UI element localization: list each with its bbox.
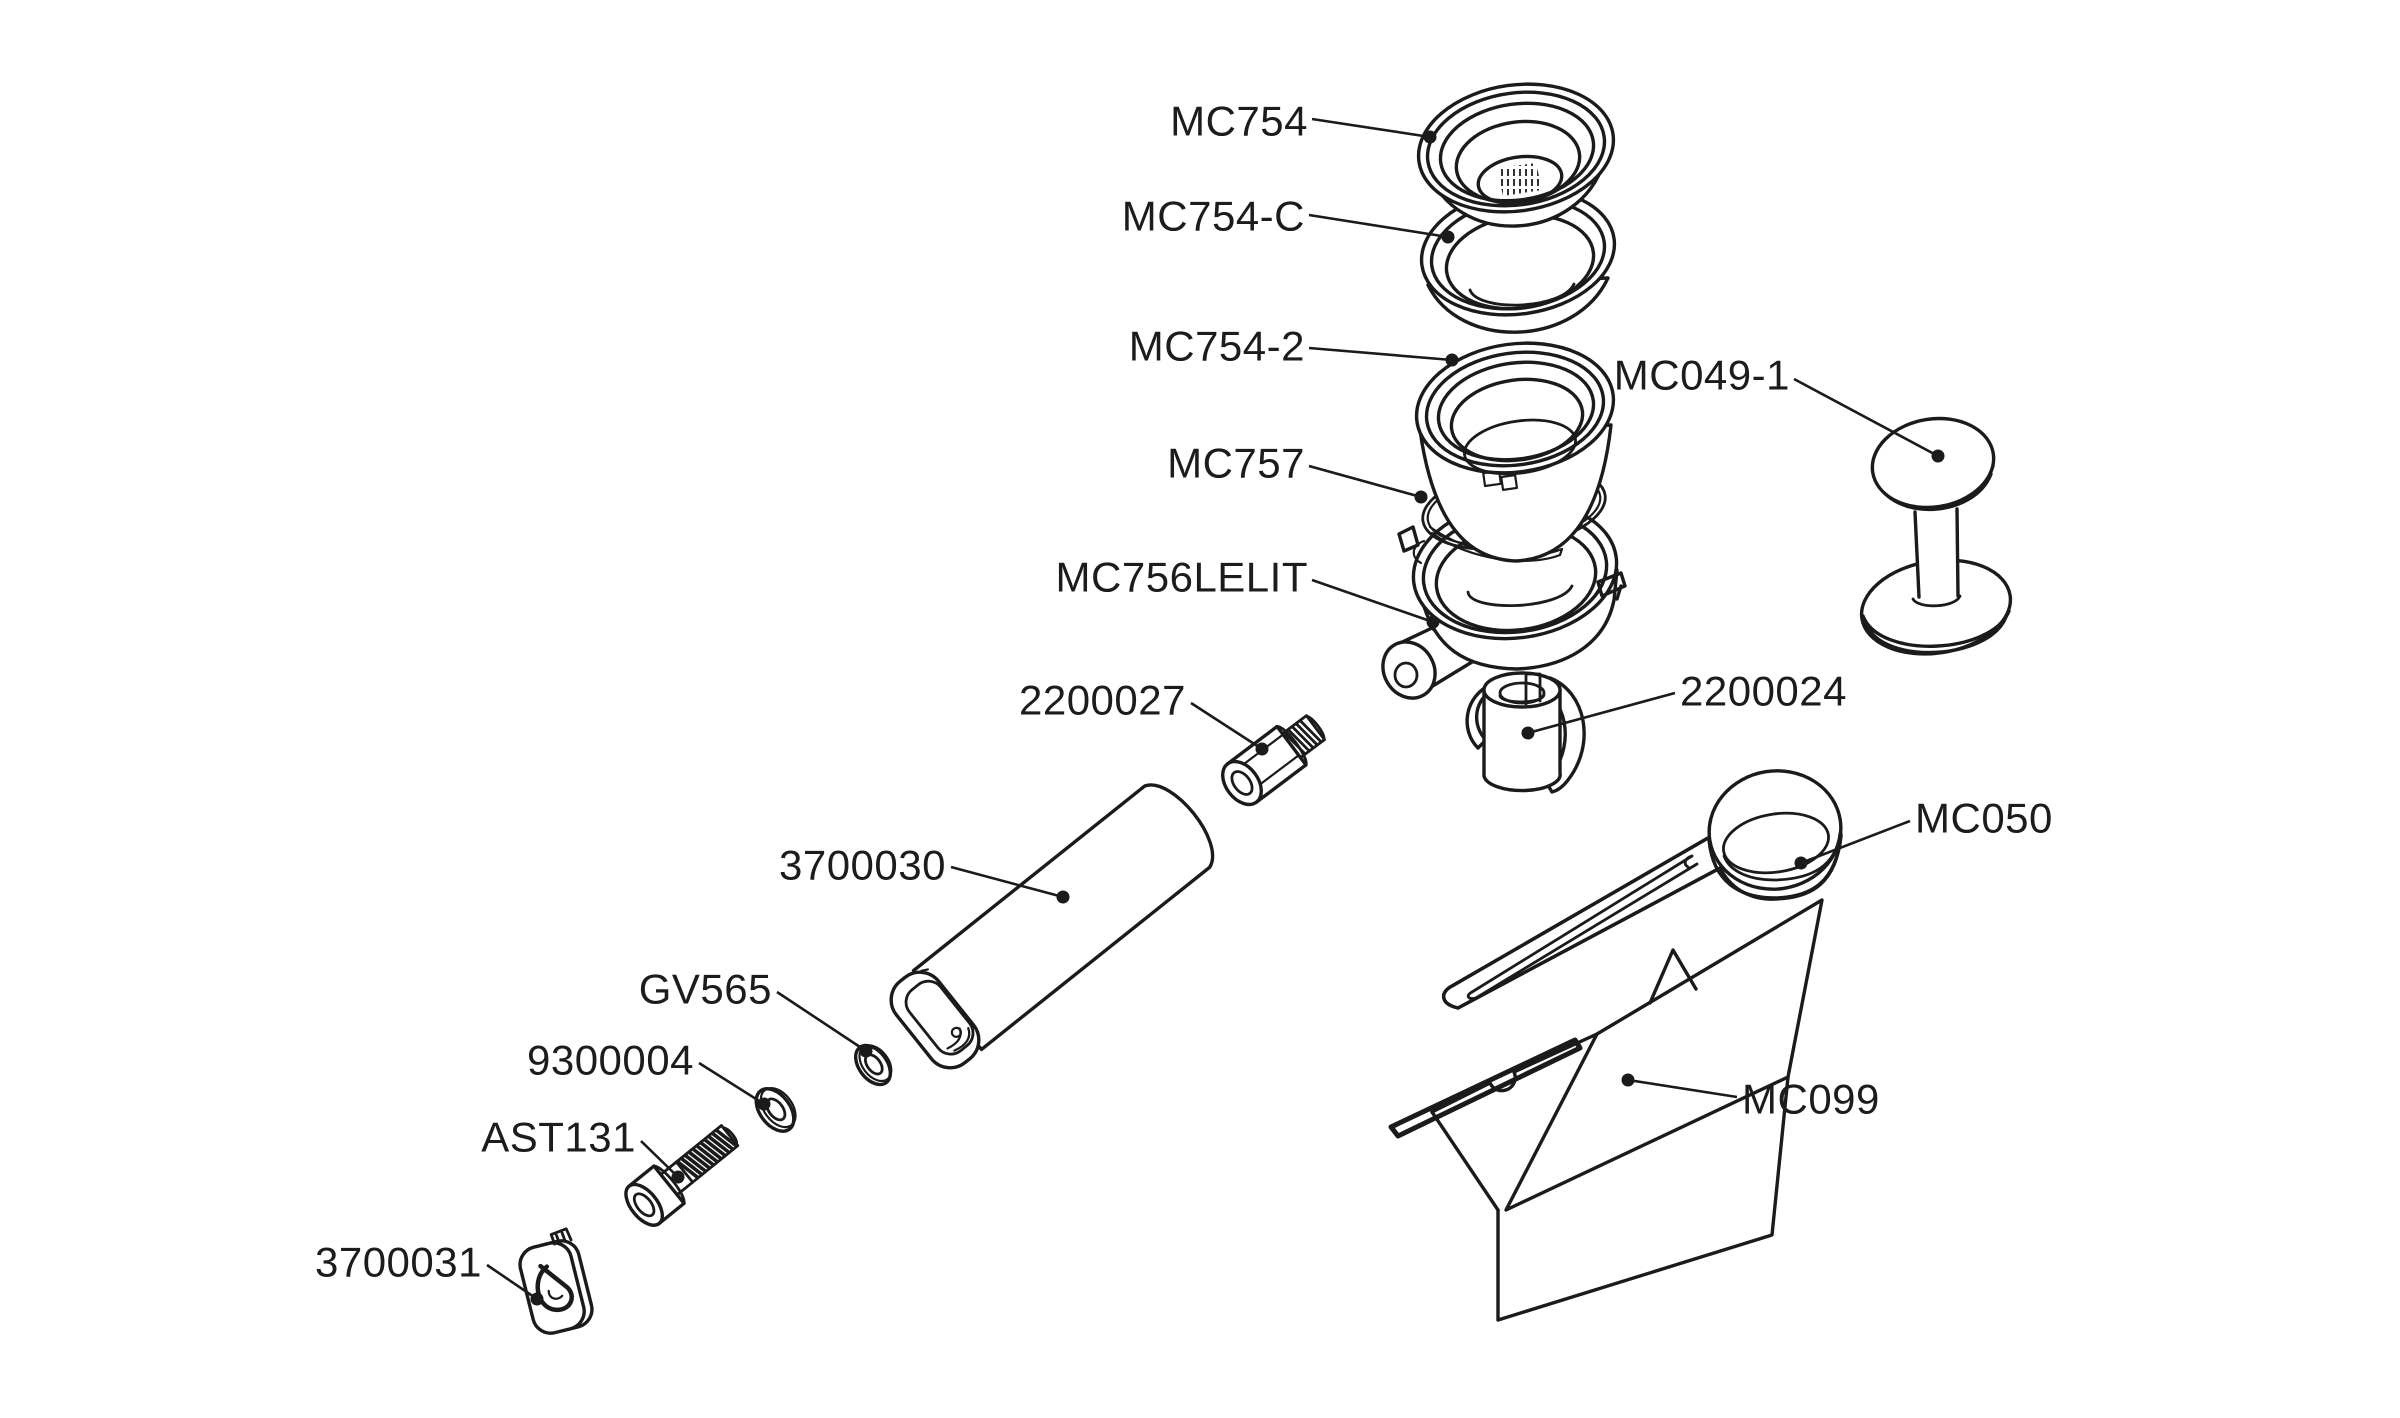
part-number-text: MC756LELIT (1056, 554, 1308, 601)
part-number-text: MC754-C (1122, 193, 1305, 240)
leader-dot (1426, 615, 1440, 629)
part-number-text: MC754-2 (1129, 323, 1305, 370)
leader-dot (757, 1097, 771, 1111)
part-handle-tube-3700030 (889, 783, 1214, 1070)
leader-dot (1255, 742, 1269, 756)
leader-dot (1423, 130, 1437, 144)
part-number-text: AST131 (481, 1114, 636, 1161)
leader-dot (1621, 1073, 1635, 1087)
part-washer-9300004 (754, 1087, 797, 1133)
leader-line (1308, 346, 1453, 362)
leader-line (486, 1263, 538, 1301)
leader-dot (1056, 890, 1070, 904)
part-number-text: MC099 (1742, 1076, 1880, 1123)
part-number-text: 2200024 (1680, 668, 1847, 715)
leader-line (950, 865, 1064, 899)
part-label-AST131: AST131 (481, 1114, 685, 1184)
part-handle-bolt-ast131 (624, 1124, 740, 1227)
part-label-MC049-1: MC049-1 (1614, 352, 1945, 463)
leader-dot (530, 1292, 544, 1306)
part-filter-basket-mc754-2 (1414, 341, 1616, 563)
part-label-2200027: 2200027 (1019, 677, 1269, 756)
leader-dot (671, 1170, 685, 1184)
part-number-text: MC754 (1170, 98, 1308, 145)
part-label-MC754: MC754 (1170, 98, 1437, 145)
part-label-2200024: 2200024 (1521, 668, 1847, 740)
leader-dot (1414, 490, 1428, 504)
part-label-MC754-2: MC754-2 (1129, 323, 1459, 370)
part-label-3700031: 3700031 (315, 1239, 544, 1306)
leader-dot (1931, 449, 1945, 463)
leader-dot (1445, 353, 1459, 367)
leader-line (1800, 819, 1911, 865)
part-spout-clip-2200024 (1465, 671, 1586, 794)
part-label-MC099: MC099 (1621, 1073, 1880, 1123)
part-label-MC754-C: MC754-C (1122, 193, 1455, 244)
leader-dot (1794, 856, 1808, 870)
leader-line (698, 1061, 765, 1106)
leader-dot (1521, 726, 1535, 740)
leader-dot (1441, 230, 1455, 244)
leader-dot (859, 1044, 873, 1058)
part-adapter-stud-2200027 (1221, 714, 1326, 807)
part-number-text: MC757 (1167, 440, 1305, 487)
part-number-text: 3700031 (315, 1239, 482, 1286)
part-number-text: 3700030 (779, 842, 946, 889)
leader-line (776, 990, 867, 1053)
leader-line (1527, 691, 1676, 735)
part-end-cap-3700031 (518, 1227, 594, 1335)
part-label-9300004: 9300004 (527, 1037, 771, 1111)
part-number-text: MC049-1 (1614, 352, 1790, 399)
part-tamper-mc049-1 (1859, 416, 2013, 656)
leader-line (1627, 1078, 1738, 1099)
leader-line (1308, 464, 1422, 499)
part-label-MC050: MC050 (1794, 795, 2053, 870)
leader-line (1311, 117, 1431, 139)
leader-line (1793, 377, 1939, 458)
leader-line (1311, 578, 1434, 624)
part-label-MC757: MC757 (1167, 440, 1428, 504)
part-cardboard-box-mc099 (1388, 898, 1824, 1322)
leader-line (640, 1140, 679, 1178)
part-measuring-scoop-mc050 (1442, 769, 1843, 1010)
part-label-GV565: GV565 (639, 966, 873, 1058)
part-number-text: 9300004 (527, 1037, 694, 1084)
part-filter-basket-mc754 (1416, 82, 1616, 228)
part-filter-basket-mc754-c (1419, 187, 1617, 334)
leader-line (1308, 213, 1449, 239)
parts-layer (518, 82, 2013, 1335)
leader-line (1190, 701, 1263, 751)
part-label-MC756LELIT: MC756LELIT (1056, 554, 1440, 629)
part-label-3700030: 3700030 (779, 842, 1070, 904)
part-number-text: GV565 (639, 966, 772, 1013)
part-number-text: MC050 (1915, 795, 2053, 842)
part-number-text: 2200027 (1019, 677, 1186, 724)
